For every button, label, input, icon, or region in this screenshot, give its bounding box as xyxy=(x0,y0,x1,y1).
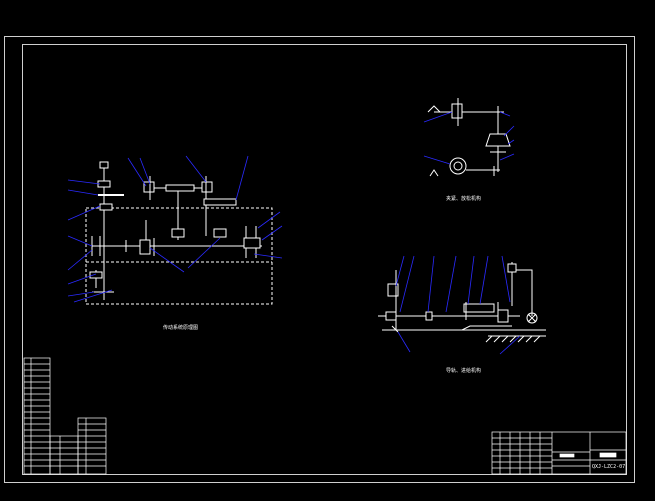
parts-list-table xyxy=(23,357,107,475)
title-block-drawing-number: QXJ-LZC2-07 xyxy=(592,464,626,470)
clamp-mechanism xyxy=(427,98,511,177)
caption-clamp-mechanism: 夹紧、放松机构 xyxy=(446,196,482,202)
outer-border xyxy=(4,36,635,483)
clamp-leaders xyxy=(423,111,515,165)
inner-border xyxy=(22,44,627,475)
feed-mechanism xyxy=(378,262,546,343)
transmission-diagram xyxy=(85,161,273,305)
transmission-frame xyxy=(85,207,273,305)
feed-leaders xyxy=(395,255,521,355)
title-block xyxy=(491,431,627,475)
caption-feed-mechanism: 导轨、进给机构 xyxy=(446,368,482,374)
caption-transmission-diagram: 传动系统原理图 xyxy=(163,325,199,331)
transmission-leaders xyxy=(67,155,283,303)
